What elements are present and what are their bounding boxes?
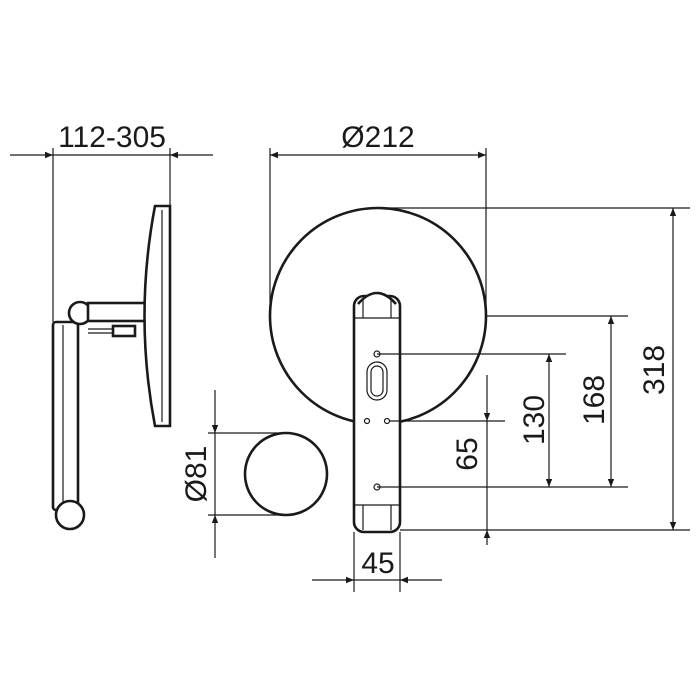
- dim-bracket-width-label: 45: [361, 547, 394, 580]
- dim-mirror-diameter: Ø212: [270, 121, 486, 159]
- right-extension-lines: [377, 207, 690, 531]
- dim-65: 65: [451, 375, 491, 545]
- dim-small-diameter-label: Ø81: [180, 446, 213, 503]
- front-wall-bracket: [352, 294, 402, 534]
- dim-168: 168: [578, 316, 615, 487]
- dim-small-diameter: Ø81: [180, 390, 219, 558]
- dim-130: 130: [518, 354, 553, 487]
- side-arm: [86, 301, 148, 323]
- dim-mirror-diameter-label: Ø212: [341, 121, 414, 154]
- dim-65-label: 65: [451, 437, 484, 470]
- dim-130-label: 130: [518, 395, 551, 445]
- side-view: [51, 148, 172, 531]
- front-view: [268, 148, 488, 534]
- side-bottom-knob: [54, 499, 86, 531]
- dim-total-height: 318: [638, 208, 677, 530]
- side-wall-rail: [51, 320, 80, 512]
- side-cable-plug: [111, 324, 137, 338]
- side-mirror-profile: [143, 204, 172, 428]
- front-top-cap: [357, 291, 397, 305]
- dim-total-height-label: 318: [638, 345, 671, 395]
- small-mirror-view: [208, 431, 329, 517]
- mount-hole-left: [363, 417, 371, 425]
- mount-slot: [370, 365, 384, 397]
- dim-168-label: 168: [578, 375, 611, 425]
- dim-bracket-width: 45: [312, 532, 442, 592]
- small-mirror: [243, 431, 329, 517]
- mount-hole-right: [383, 417, 391, 425]
- dim-projection-label: 112-305: [58, 121, 166, 154]
- dim-projection: 112-305: [10, 121, 213, 159]
